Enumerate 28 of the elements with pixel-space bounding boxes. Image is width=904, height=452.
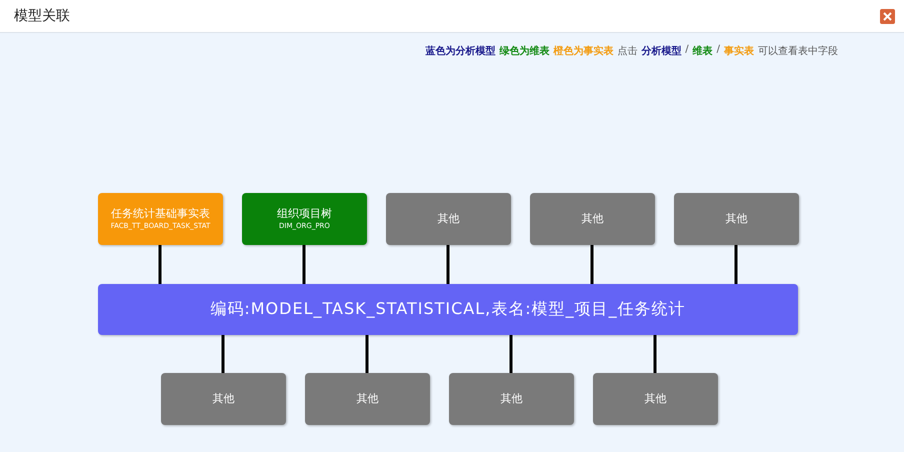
table-box: 其他 [530,193,655,245]
connector-line [302,245,306,284]
dialog-title: 模型关联 [14,7,70,25]
legend-note: 绿色为维表 [499,44,550,58]
model-bar: 编码:MODEL_TASK_STATISTICAL,表名:模型_项目_任务统计 [98,284,798,335]
legend-note: 分析模型 [641,44,682,58]
table-box: 其他 [161,373,286,425]
table-box: 其他 [593,373,718,425]
table-box: 其他 [305,373,430,425]
connector-line [510,335,512,373]
connector-line [446,245,450,284]
table-box: 其他 [386,193,511,245]
connector-line [590,245,594,284]
legend-note: / [716,44,720,57]
legend-note: 可以查看表中字段 [758,44,838,58]
connector-line [654,335,656,373]
connector-line [366,335,368,373]
legend-note: 蓝色为分析模型 [425,44,496,58]
table-box: 其他 [674,193,799,245]
connector-line [734,245,738,284]
legend-note: 维表 [692,44,713,58]
connector-line [158,245,162,284]
legend-note: 橙色为事实表 [553,44,614,58]
legend-note: / [685,44,689,57]
legend-note: 事实表 [724,44,754,58]
connector-line [222,335,224,373]
table-box: 其他 [449,373,574,425]
legend-note: 点击 [617,44,638,58]
